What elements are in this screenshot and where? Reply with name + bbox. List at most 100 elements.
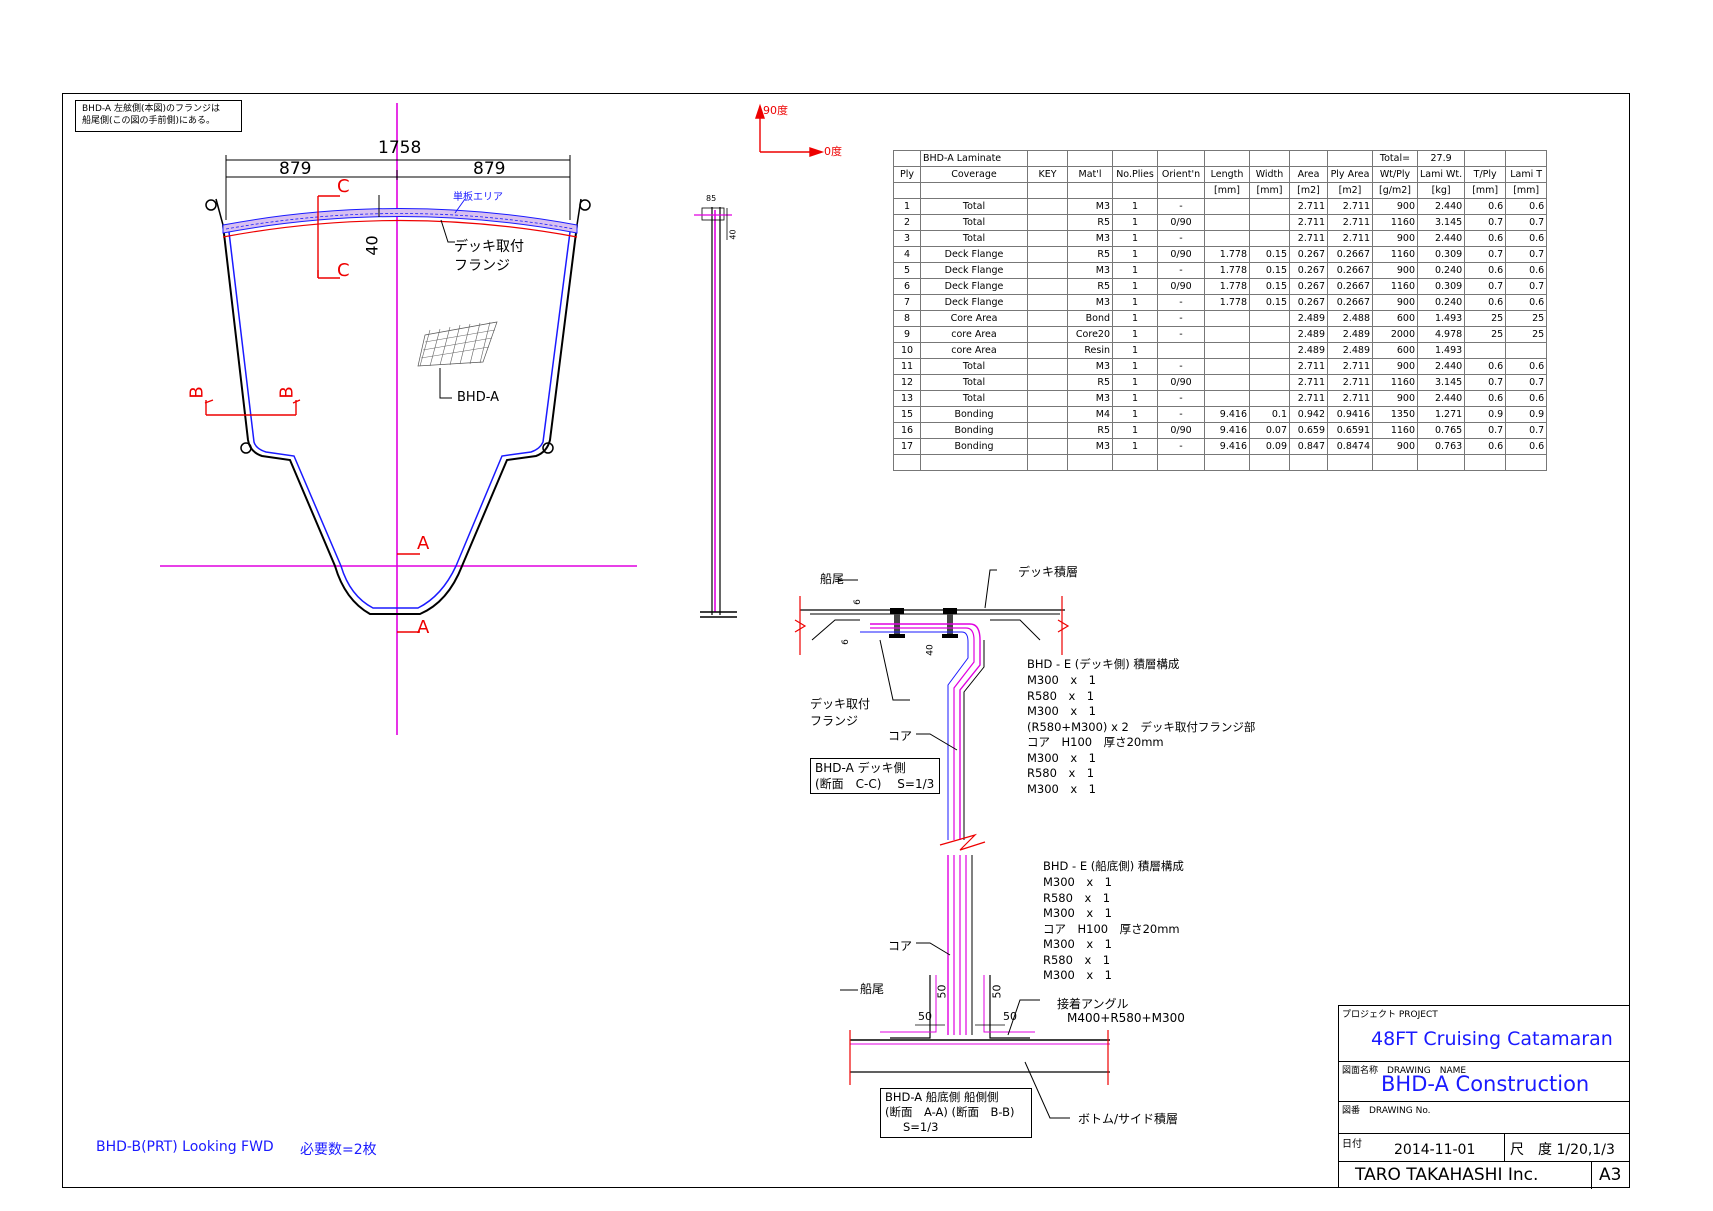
table-cell: 1.778 xyxy=(1204,246,1250,263)
deck-spec-item: R580 x 1 xyxy=(1027,688,1095,703)
table-cell: 0.6 xyxy=(1464,358,1507,375)
table-cell: 5 xyxy=(893,262,921,279)
stern-top-label: 船尾 xyxy=(820,572,845,586)
table-cell: 16 xyxy=(893,422,921,439)
table-title: BHD-A Laminate xyxy=(920,150,1028,167)
detail-deck-flange-2: フランジ xyxy=(810,714,859,728)
table-cell: 0.2667 xyxy=(1327,246,1373,263)
table-cell: Total xyxy=(920,198,1028,215)
table-cell: 0.7 xyxy=(1464,214,1507,231)
quantity-caption: 必要数=2枚 xyxy=(300,1142,377,1158)
table-cell: 0.9416 xyxy=(1327,406,1373,423)
deck-flange-band xyxy=(222,208,578,234)
table-cell: M3 xyxy=(1067,438,1113,455)
table-cell: 6 xyxy=(893,278,921,295)
table-cell: 0.267 xyxy=(1289,246,1328,263)
project-caption: プロジェクト PROJECT xyxy=(1342,1010,1438,1020)
table-cell: - xyxy=(1157,310,1205,327)
table-cell: 0.763 xyxy=(1416,438,1466,455)
table-cell xyxy=(1027,454,1068,471)
table-cell: M3 xyxy=(1067,294,1113,311)
bottom-spec-item: R580 x 1 xyxy=(1043,952,1111,967)
single-plate-area-label: 単板エリア xyxy=(453,192,503,203)
table-cell xyxy=(893,454,921,471)
note-line1: BHD-A 左舷側(本図)のフランジは xyxy=(82,104,220,114)
table-cell: Total xyxy=(920,214,1028,231)
table-cell: R5 xyxy=(1067,374,1113,391)
table-cell: Total xyxy=(920,358,1028,375)
table-cell xyxy=(920,182,1028,199)
table-cell: 8 xyxy=(893,310,921,327)
table-cell xyxy=(1027,198,1068,215)
section-c-top: C xyxy=(337,176,350,197)
table-cell: 0.6 xyxy=(1464,230,1507,247)
table-cell: 2.711 xyxy=(1327,214,1373,231)
table-cell xyxy=(1204,150,1250,167)
table-cell: 0.6 xyxy=(1505,262,1548,279)
tb-number-row: 図番 DRAWING No. xyxy=(1339,1102,1630,1134)
note-line2: 船尾側(この図の手前側)にある。 xyxy=(82,116,216,126)
table-cell: Total xyxy=(920,230,1028,247)
table-cell: 0.2667 xyxy=(1327,294,1373,311)
table-cell: 2.440 xyxy=(1416,358,1466,375)
table-cell: 0.7 xyxy=(1505,278,1548,295)
deck-lam-label: デッキ積層 xyxy=(1018,565,1079,579)
bhd-a-label: BHD-A xyxy=(457,390,500,405)
table-cell: 900 xyxy=(1372,438,1418,455)
table-cell xyxy=(1249,150,1290,167)
table-cell: 0.6 xyxy=(1505,294,1548,311)
table-cell xyxy=(1464,454,1507,471)
table-cell xyxy=(893,182,921,199)
table-cell: Deck Flange xyxy=(920,262,1028,279)
table-cell: 600 xyxy=(1372,342,1418,359)
table-cell: - xyxy=(1157,326,1205,343)
table-cell: 0.309 xyxy=(1416,246,1466,263)
section-c-bottom: C xyxy=(337,260,350,281)
table-cell: [g/m2] xyxy=(1372,182,1418,199)
table-cell: R5 xyxy=(1067,214,1113,231)
table-cell: 1.493 xyxy=(1416,310,1466,327)
deck-spec-item: コア H100 厚さ20mm xyxy=(1027,735,1164,749)
table-cell: 2.711 xyxy=(1327,230,1373,247)
table-cell: 1 xyxy=(1112,262,1158,279)
date-value: 2014-11-01 xyxy=(1394,1142,1476,1158)
table-cell: 0.07 xyxy=(1249,422,1290,439)
table-cell xyxy=(1204,358,1250,375)
table-cell xyxy=(1204,390,1250,407)
title-block: プロジェクト PROJECT 48FT Cruising Catamaran 図… xyxy=(1338,1005,1630,1189)
table-cell: Mat'l xyxy=(1067,166,1113,183)
table-cell: 25 xyxy=(1464,326,1507,343)
table-cell: 1 xyxy=(1112,294,1158,311)
bottom-spec-title: BHD - E (船底側) 積層構成 xyxy=(1043,859,1184,873)
table-cell: 0.942 xyxy=(1289,406,1328,423)
table-units-row: [mm][mm][m2][m2][g/m2][kg][mm][mm] xyxy=(893,182,1548,199)
table-cell: 0.267 xyxy=(1289,294,1328,311)
table-cell xyxy=(1204,374,1250,391)
table-cell: 0.8474 xyxy=(1327,438,1373,455)
bottom-spec-item: M300 x 1 xyxy=(1043,937,1112,951)
table-cell: 0/90 xyxy=(1157,246,1205,263)
table-cell xyxy=(893,150,921,167)
table-cell xyxy=(1027,390,1068,407)
table-cell xyxy=(1464,342,1507,359)
table-cell: [mm] xyxy=(1204,182,1250,199)
table-cell: Resin xyxy=(1067,342,1113,359)
table-cell: 0.267 xyxy=(1289,262,1328,279)
table-cell: - xyxy=(1157,262,1205,279)
table-cell xyxy=(1157,342,1205,359)
bottom-spec-item: R580 x 1 xyxy=(1043,890,1111,905)
table-cell: R5 xyxy=(1067,278,1113,295)
bottom-section-line2: (断面 A-A) (断面 B-B) xyxy=(885,1105,1015,1119)
table-cell xyxy=(1204,454,1250,471)
table-cell: 2.488 xyxy=(1327,310,1373,327)
dim-40-detail: 40 xyxy=(925,644,936,656)
table-cell xyxy=(1327,454,1373,471)
deck-spec-item: R580 x 1 xyxy=(1027,766,1095,780)
